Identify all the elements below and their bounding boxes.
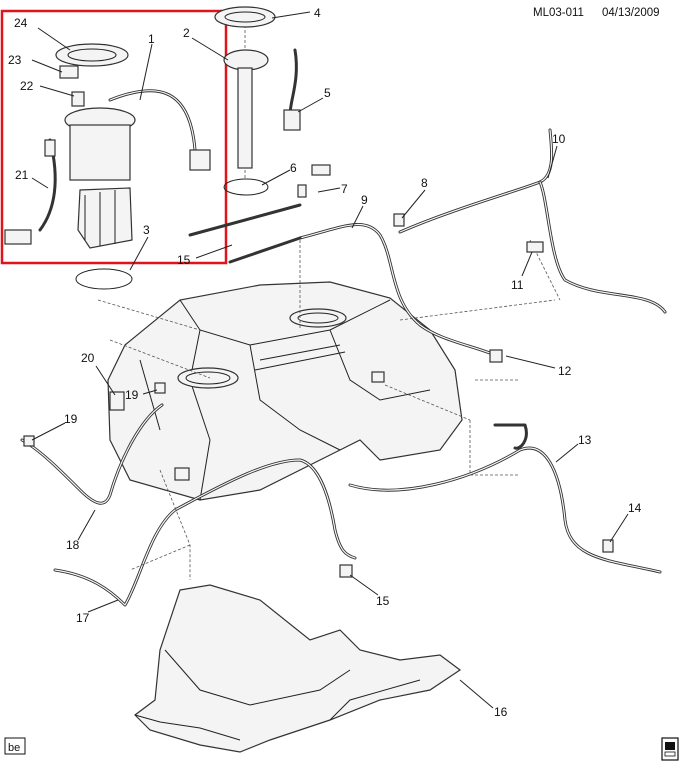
callout-14: 14 xyxy=(628,501,642,515)
pump-module-highlight-frame xyxy=(0,9,228,265)
fuel-pump-module xyxy=(4,43,211,249)
callout-12: 12 xyxy=(558,364,572,378)
callout-16: 16 xyxy=(494,705,508,719)
footer-badge-text: be xyxy=(8,742,20,754)
tank-shield xyxy=(134,584,462,753)
callout-4: 4 xyxy=(314,6,321,20)
fuel-lines xyxy=(20,128,667,607)
fuel-tank xyxy=(107,281,463,501)
callout-24: 24 xyxy=(14,16,28,30)
callout-6: 6 xyxy=(290,161,297,175)
callout-5: 5 xyxy=(324,86,331,100)
callout-19-mid: 19 xyxy=(125,388,139,402)
callout-11: 11 xyxy=(511,278,524,292)
callout-2: 2 xyxy=(183,26,190,40)
callout-labels: 24 23 22 21 1 2 4 5 6 7 3 15 8 9 10 11 1… xyxy=(8,6,642,719)
callout-3: 3 xyxy=(143,223,150,237)
callout-19-left: 19 xyxy=(64,412,78,426)
callout-leaders xyxy=(31,11,629,709)
callout-22: 22 xyxy=(20,79,34,93)
callout-10: 10 xyxy=(552,132,566,146)
callout-15-bottom: 15 xyxy=(376,594,390,608)
callout-21: 21 xyxy=(15,168,29,182)
callout-13: 13 xyxy=(578,433,592,447)
callout-17: 17 xyxy=(76,611,90,625)
book-icon xyxy=(661,737,679,761)
fuel-sender-assembly xyxy=(23,6,614,578)
footer-badge: be xyxy=(4,737,26,755)
callout-8: 8 xyxy=(421,176,428,190)
callout-7: 7 xyxy=(341,182,348,196)
callout-15-top: 15 xyxy=(177,253,191,267)
diagram-code: ML03-011 xyxy=(533,7,584,19)
callout-9: 9 xyxy=(361,193,368,207)
callout-18: 18 xyxy=(66,538,80,552)
callout-1: 1 xyxy=(148,32,155,46)
callout-23: 23 xyxy=(8,53,22,67)
diagram-date: 04/13/2009 xyxy=(602,7,660,19)
callout-20: 20 xyxy=(81,351,95,365)
